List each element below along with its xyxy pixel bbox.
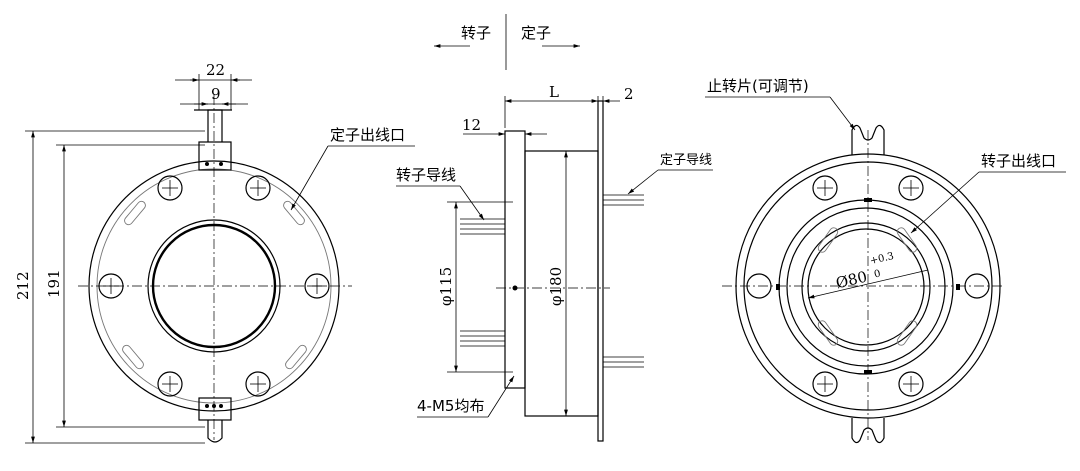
dim-12: 12 bbox=[462, 116, 481, 134]
left-top-tab bbox=[194, 109, 232, 171]
label-stator: 定子 bbox=[521, 24, 551, 42]
label-rotor-lead: 转子导线 bbox=[396, 166, 456, 184]
label-rotor-outlet: 转子出线口 bbox=[981, 152, 1056, 170]
dim-bore: Ø80 bbox=[834, 268, 869, 293]
dim-phi115: φ115 bbox=[437, 267, 455, 306]
label-holes: 4-M5均布 bbox=[417, 397, 484, 415]
stator-leads bbox=[603, 194, 644, 368]
right-rotor-mid bbox=[786, 207, 946, 367]
right-outlet-slots bbox=[817, 227, 918, 346]
right-bolt-holes bbox=[746, 175, 990, 397]
right-bottom-tab bbox=[851, 418, 885, 444]
middle-view: 转子 定子 bbox=[396, 14, 713, 442]
dim-9: 9 bbox=[211, 85, 221, 103]
label-anti-rotation: 止转片(可调节) bbox=[707, 77, 809, 95]
dim-22: 22 bbox=[206, 61, 225, 79]
right-view: Ø80 +0.3 0 止转片(可调节) 转子出线口 bbox=[705, 77, 1066, 444]
right-bore-inner bbox=[807, 228, 925, 346]
dim-bore-tol-lower: 0 bbox=[873, 268, 882, 280]
dim-bore-tol-upper: +0.3 bbox=[869, 251, 895, 267]
dim-212: 212 bbox=[14, 271, 32, 300]
rotor-flange bbox=[504, 130, 526, 389]
left-view: 22 9 212 191 定子出线口 bbox=[14, 61, 415, 444]
left-bolt-holes bbox=[98, 175, 330, 397]
left-bottom-tab bbox=[198, 397, 232, 443]
dim-2: 2 bbox=[624, 85, 634, 103]
rotor-leads bbox=[460, 218, 505, 347]
right-bore-outer bbox=[801, 222, 931, 352]
label-rotor: 转子 bbox=[461, 24, 491, 42]
dim-phi180: φ180 bbox=[547, 267, 565, 306]
left-outlet-slots bbox=[122, 200, 307, 370]
right-top-tab bbox=[851, 124, 885, 155]
label-stator-lead: 定子导线 bbox=[660, 153, 712, 168]
dim-L: L bbox=[549, 83, 559, 101]
dim-191: 191 bbox=[45, 269, 63, 298]
stator-flange-plate bbox=[597, 100, 604, 442]
right-rotor-outer bbox=[778, 199, 954, 375]
label-stator-outlet: 定子出线口 bbox=[330, 126, 405, 144]
